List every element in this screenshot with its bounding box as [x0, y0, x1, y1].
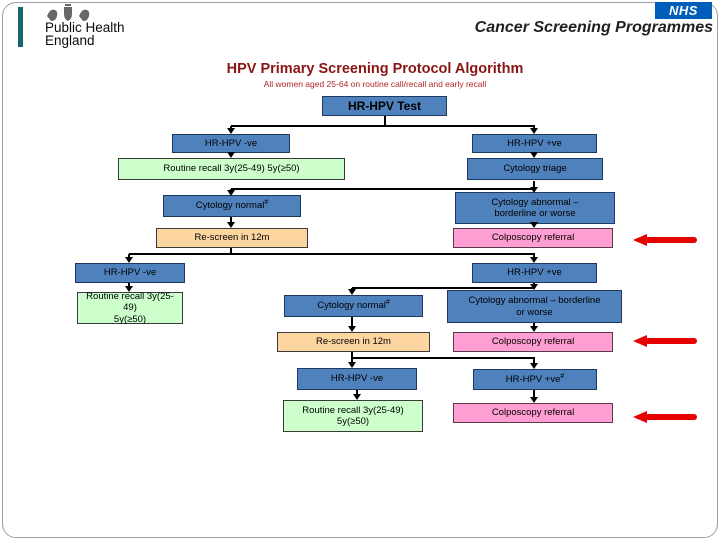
node-routine-recall-3: Routine recall 3y(25-49)5y(≥50): [283, 400, 423, 432]
connector-line: [230, 217, 232, 223]
arrowhead-down: [530, 257, 538, 263]
connector-line: [351, 358, 353, 363]
node-re-screen-1: Re-screen in 12m: [156, 228, 308, 248]
node-hr-hpv-test: HR-HPV Test: [322, 96, 447, 116]
connector-line: [533, 181, 535, 188]
connector-line: [129, 253, 535, 255]
arrow-left-icon: [633, 334, 647, 347]
node-hr-hpv-negative-3: HR-HPV -ve: [297, 368, 417, 390]
node-routine-recall-2: Routine recall 3y(25-49)5y(≥50): [77, 291, 183, 325]
nhs-logo: NHS: [655, 2, 712, 19]
connector-line: [352, 357, 535, 359]
arrowhead-down: [530, 187, 538, 193]
connector-line: [231, 125, 535, 127]
arrowhead-down: [227, 152, 235, 158]
node-cytology-abnormal-1: Cytology abnormal –borderline or worse: [455, 192, 615, 224]
arrowhead-down: [530, 284, 538, 290]
arrowhead-down: [125, 286, 133, 292]
node-colposcopy-referral-1: Colposcopy referral: [453, 228, 613, 248]
arrow-left-icon: [633, 410, 647, 423]
arrowhead-down: [530, 128, 538, 134]
arrow-left-icon: [633, 233, 647, 246]
node-cytology-normal-1: Cytology normal#: [163, 195, 301, 217]
node-colposcopy-referral-3: Colposcopy referral: [453, 403, 613, 423]
page-subtitle: All women aged 25-64 on routine call/rec…: [263, 79, 487, 89]
arrowhead-down: [530, 363, 538, 369]
node-hr-hpv-negative-1: HR-HPV -ve: [172, 134, 290, 153]
connector-line: [230, 248, 232, 254]
connector-line: [128, 254, 130, 259]
arrowhead-down: [227, 128, 235, 134]
connector-line: [533, 323, 535, 327]
arrowhead-down: [353, 394, 361, 400]
arrowhead-down: [530, 326, 538, 332]
node-routine-recall-1: Routine recall 3y(25-49) 5y(≥50): [118, 158, 345, 180]
node-colposcopy-referral-2: Colposcopy referral: [453, 332, 613, 352]
arrowhead-down: [227, 190, 235, 196]
red-arrow-3: [633, 410, 697, 423]
programme-title: Cancer Screening Programmes: [474, 19, 713, 36]
node-hr-hpv-negative-2: HR-HPV -ve: [75, 263, 185, 283]
connector-line: [533, 254, 535, 259]
page-title: HPV Primary Screening Protocol Algorithm: [226, 61, 524, 77]
arrowhead-down: [227, 222, 235, 228]
phe-wordmark-line2: England: [45, 32, 95, 48]
connector-line: [351, 352, 353, 358]
arrowhead-down: [348, 362, 356, 368]
royal-crest-icon: [45, 4, 91, 29]
connector-line: [384, 116, 386, 125]
connector-line: [351, 317, 353, 327]
connector-line: [356, 390, 358, 395]
arrowhead-down: [348, 326, 356, 332]
node-hr-hpv-positive-1: HR-HPV +ve: [472, 134, 597, 153]
red-arrow-2: [633, 334, 697, 347]
arrowhead-down: [348, 289, 356, 295]
arrowhead-down: [530, 152, 538, 158]
phe-teal-bar: [18, 7, 23, 47]
arrowhead-down: [530, 222, 538, 228]
connector-line: [352, 287, 535, 289]
arrowhead-down: [125, 257, 133, 263]
connector-line: [533, 358, 535, 364]
arrowhead-down: [530, 397, 538, 403]
phe-wordmark-line1: Public Health: [45, 20, 125, 35]
phe-logo: Public Health England: [18, 4, 168, 52]
node-re-screen-2: Re-screen in 12m: [277, 332, 430, 352]
connector-line: [231, 188, 535, 190]
connector-line: [533, 390, 535, 398]
node-cytology-normal-2: Cytology normal#: [284, 295, 423, 317]
node-hr-hpv-positive-2: HR-HPV +ve: [472, 263, 597, 283]
node-cytology-triage: Cytology triage: [467, 158, 603, 180]
red-arrow-1: [633, 233, 697, 246]
node-hr-hpv-positive-3: HR-HPV +ve#: [473, 369, 597, 390]
connector-line: [128, 283, 130, 287]
phe-wordmark: Public Health England: [45, 20, 125, 48]
